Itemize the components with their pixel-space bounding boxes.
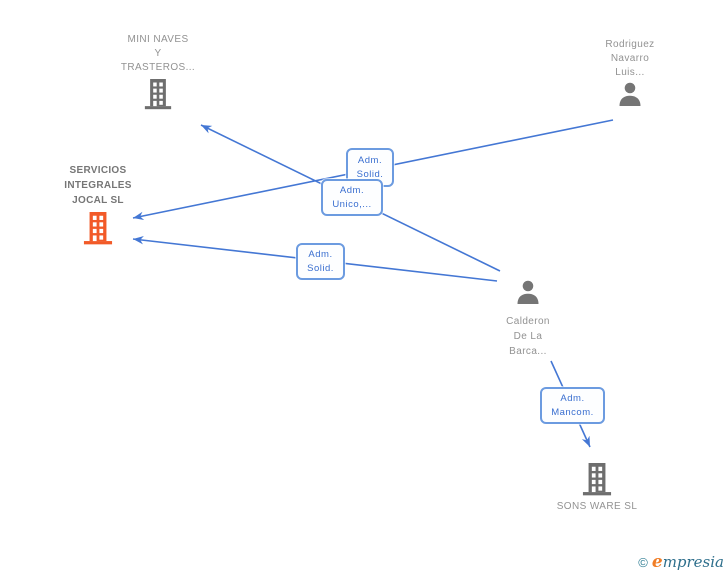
brand-wordmark: empresia: [652, 552, 724, 572]
node-servicios-integrales-jocal[interactable]: SERVICIOS INTEGRALES JOCAL SL: [18, 163, 178, 246]
node-label: SONS WARE SL: [556, 501, 638, 512]
company-building-icon: [144, 79, 172, 110]
brand-rest: mpresia: [662, 553, 724, 571]
focal-company-building-icon: [83, 212, 113, 245]
node-mini-naves[interactable]: MINI NAVES Y TRASTEROS...: [78, 33, 238, 111]
brand-first-letter: e: [651, 552, 663, 572]
node-label: Calderon De La Barca...: [506, 316, 550, 357]
company-building-icon: [582, 463, 612, 496]
empresia-logo[interactable]: © empresia: [638, 552, 724, 572]
node-label: SERVICIOS INTEGRALES JOCAL SL: [64, 165, 132, 206]
node-label: MINI NAVES Y TRASTEROS...: [120, 34, 196, 73]
node-rodriguez-navarro[interactable]: Rodriguez Navarro Luis...: [550, 38, 710, 108]
edge-label-adm-mancom: Adm. Mancom.: [540, 387, 605, 424]
edge-label-adm-unico: Adm. Unico,...: [321, 179, 383, 216]
person-icon: [517, 280, 539, 304]
node-calderon-de-la-barca[interactable]: Calderon De La Barca...: [448, 278, 608, 359]
copyright-icon: ©: [638, 555, 648, 570]
edge-label-adm-solid-calderon: Adm. Solid.: [296, 243, 345, 280]
node-sons-ware[interactable]: SONS WARE SL: [517, 459, 677, 514]
node-label: Rodriguez Navarro Luis...: [605, 39, 655, 78]
person-icon: [619, 82, 641, 106]
